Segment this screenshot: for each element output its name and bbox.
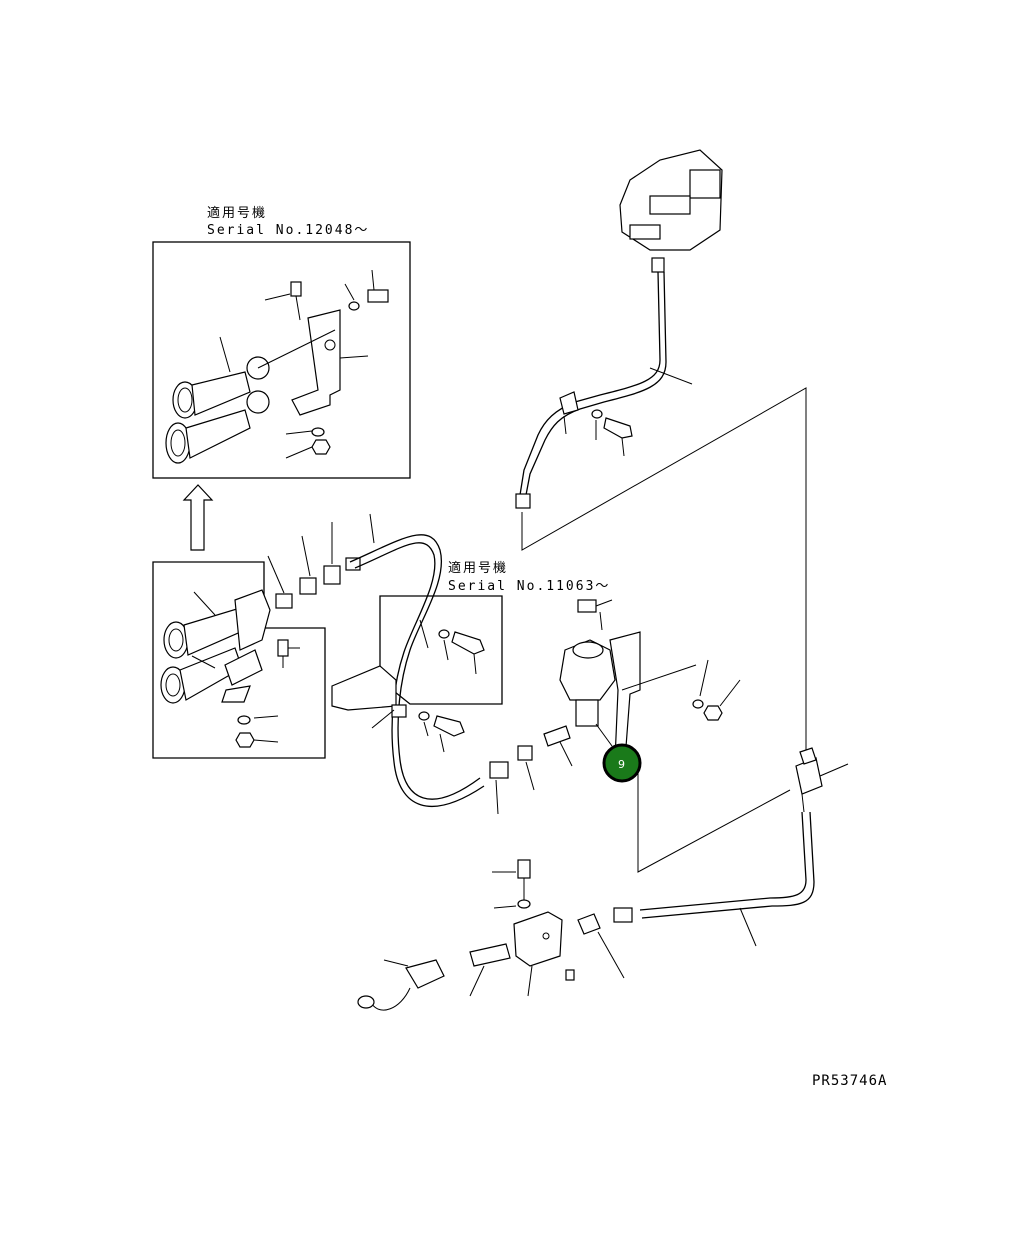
inset-mid-label-serial: Serial No.11063〜 (448, 579, 610, 594)
pipe-nut (613, 907, 633, 923)
inset-lower-frame (152, 561, 326, 759)
nut-icon (703, 705, 723, 721)
inset-serial-11063: 適用号機 Serial No.11063〜 (379, 560, 610, 705)
tee-fitting (795, 747, 849, 813)
horn-valve (559, 639, 616, 701)
reference-line-lower (637, 760, 791, 873)
arrow-up-icon (182, 484, 214, 551)
bolt-icon (433, 715, 465, 737)
pressure-switch (405, 959, 445, 989)
horn-assembly-upper (165, 356, 270, 464)
washer-icon (591, 409, 603, 419)
bolt-icon (603, 417, 633, 439)
bolt-icon (517, 859, 531, 879)
valve-bracket (609, 631, 641, 761)
inset-horn-lower (152, 561, 326, 759)
nipple-fitting (469, 943, 511, 967)
horn-valve-assembly (559, 599, 741, 761)
washer-icon (517, 899, 531, 909)
fittings-upper-left (267, 513, 375, 609)
pipe-nut (515, 493, 531, 509)
callout-number: 9 (618, 758, 625, 771)
air-pipe-upper (519, 271, 661, 496)
bolt-icon (451, 631, 485, 655)
hose-clamp (391, 704, 407, 718)
nut-icon (235, 732, 255, 748)
bolt-icon (277, 639, 289, 657)
junction-block (513, 911, 563, 967)
hose-fitting (517, 745, 533, 761)
adapter-fitting (543, 725, 571, 747)
washer-icon (237, 715, 251, 725)
upper-pipe-assembly (515, 149, 723, 509)
bolt-icon (290, 281, 302, 297)
air-pipe-lower (639, 811, 807, 911)
reference-line-upper (521, 387, 807, 750)
washer-icon (438, 629, 450, 639)
callout-circle (602, 743, 642, 783)
inset-serial-12048: 適用号機 Serial No.12048〜 (152, 205, 411, 479)
bolt-icon (367, 289, 389, 303)
inset-mid-label-jp: 適用号機 (448, 560, 508, 576)
inset-top-label-serial: Serial No.12048〜 (207, 223, 369, 238)
inset-top-label-jp: 適用号機 (207, 205, 267, 221)
horn-bracket (291, 309, 341, 416)
air-hose-main (349, 534, 481, 800)
bolt-icon (577, 599, 597, 613)
washer-icon (311, 427, 325, 437)
hose-fitting (489, 761, 509, 779)
nut-icon (311, 439, 331, 455)
pipe-clamp (559, 391, 579, 415)
inset-top-frame (152, 241, 411, 479)
frame-block (331, 665, 397, 711)
callout-marker-9[interactable]: 9 (595, 723, 642, 783)
washer-icon (348, 301, 360, 311)
washer-icon (692, 699, 704, 709)
drawing-code: PR53746A (812, 1073, 887, 1089)
adapter-fitting (577, 913, 601, 935)
washer-icon (418, 711, 430, 721)
lower-fittings (357, 859, 625, 1011)
